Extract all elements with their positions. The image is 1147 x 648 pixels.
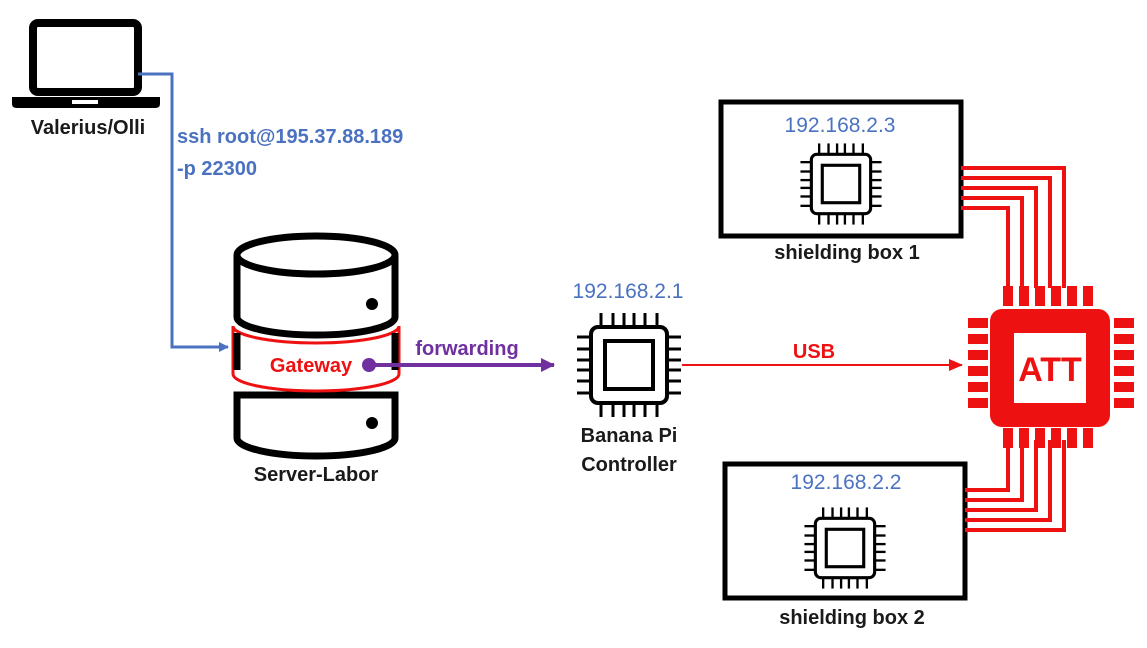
shielding-box-2	[722, 461, 968, 601]
controller-label-line1: Banana Pi	[581, 425, 678, 447]
att-label: ATT	[1018, 351, 1082, 389]
box1-chip-icon	[798, 141, 884, 227]
shielding-box-1	[718, 99, 964, 239]
forwarding-label: forwarding	[415, 338, 518, 360]
laptop-icon	[12, 19, 160, 108]
controller-label-line2: Controller	[581, 454, 677, 476]
controller-chip-icon	[575, 311, 683, 419]
box1-label: shielding box 1	[774, 242, 920, 264]
laptop-label: Valerius/Olli	[31, 117, 146, 139]
server-label: Server-Labor	[254, 464, 379, 486]
box1-cable-bundle	[961, 166, 1066, 288]
usb-label: USB	[793, 341, 835, 363]
box2-chip-icon	[802, 505, 888, 591]
box2-ip: 192.168.2.2	[791, 471, 902, 494]
gateway-label: Gateway	[270, 355, 353, 377]
server-icon	[231, 232, 401, 460]
ssh-command-line1: ssh root@195.37.88.189	[177, 126, 403, 148]
box1-ip: 192.168.2.3	[785, 114, 896, 137]
controller-ip: 192.168.2.1	[573, 280, 684, 303]
box2-label: shielding box 2	[779, 607, 925, 629]
att-chip-icon	[968, 286, 1134, 448]
box2-cable-bundle	[965, 440, 1066, 532]
ssh-command-line2: -p 22300	[177, 158, 257, 180]
ssh-connector	[138, 72, 229, 352]
